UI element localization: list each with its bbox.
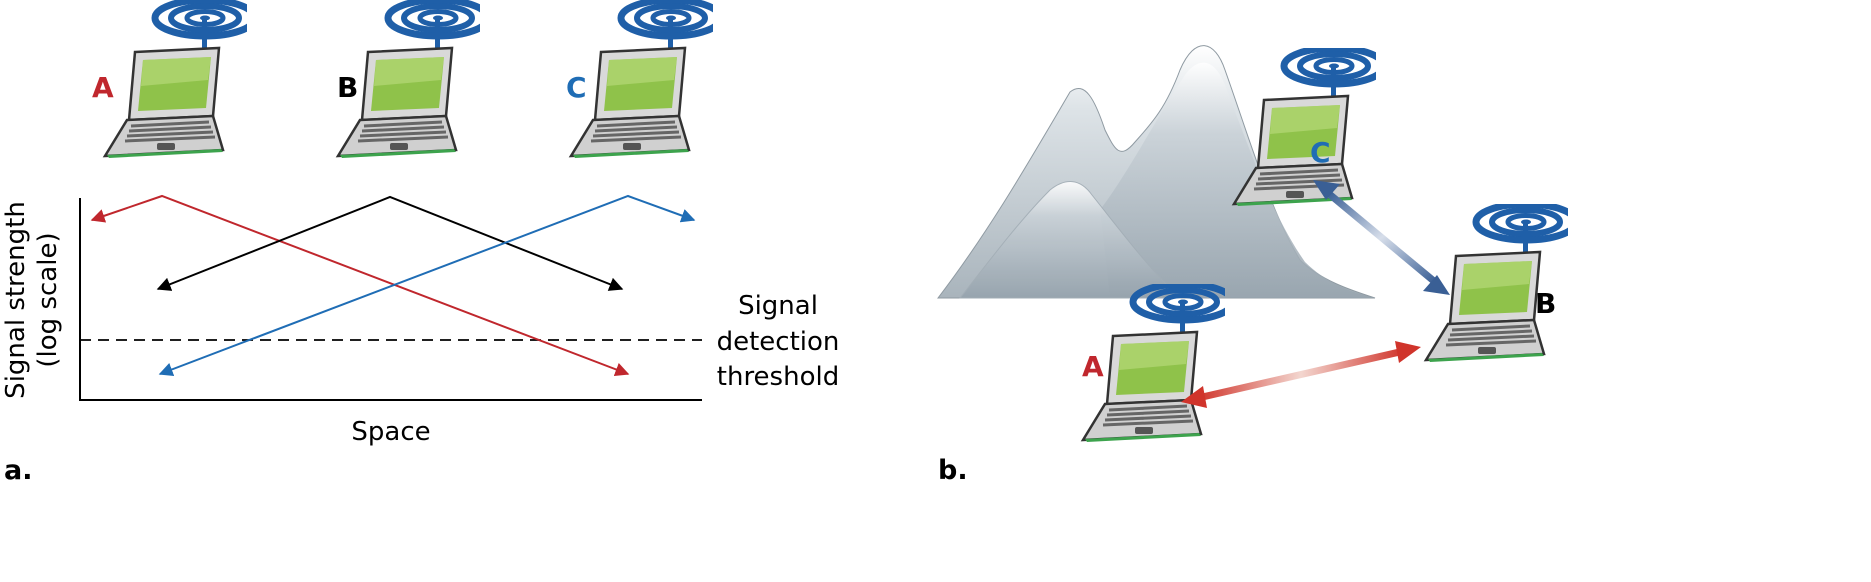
signal-a-curve [90,194,630,377]
panel-b-caption: b. [938,455,968,486]
station-c-label: C [566,71,587,104]
panel-a: A B C Signal strength (log scale) Space … [1,0,839,486]
panel-b: C B A b. [936,45,1576,486]
laptop-c-icon [1234,48,1384,206]
laptop-b-icon [338,0,488,158]
chart-axes [79,198,702,401]
link-c-b-arrow [1313,180,1450,295]
station-a-label: A [1082,350,1104,383]
station-c-label: C [1310,136,1331,169]
laptop-a-icon [1083,284,1233,442]
link-a-b-arrow [1181,341,1421,408]
signal-c-curve [158,194,696,377]
y-axis-label-line2: (log scale) [33,232,63,367]
threshold-label-line3: threshold [717,362,839,392]
laptop-a-icon [105,0,255,158]
y-axis-label: Signal strength (log scale) [1,201,63,399]
laptop-b-icon [1426,204,1576,362]
station-b-label: B [337,71,358,104]
threshold-label-line1: Signal [738,291,818,321]
y-axis-label-line1: Signal strength [1,201,31,399]
panel-a-caption: a. [4,455,32,486]
station-a-label: A [92,71,114,104]
signal-b-curve [156,195,624,291]
station-b-label: B [1535,287,1556,320]
threshold-label-line2: detection [717,327,840,357]
laptop-c-icon [571,0,721,158]
mountain-illustration [936,45,1376,299]
x-axis-label: Space [351,417,430,447]
